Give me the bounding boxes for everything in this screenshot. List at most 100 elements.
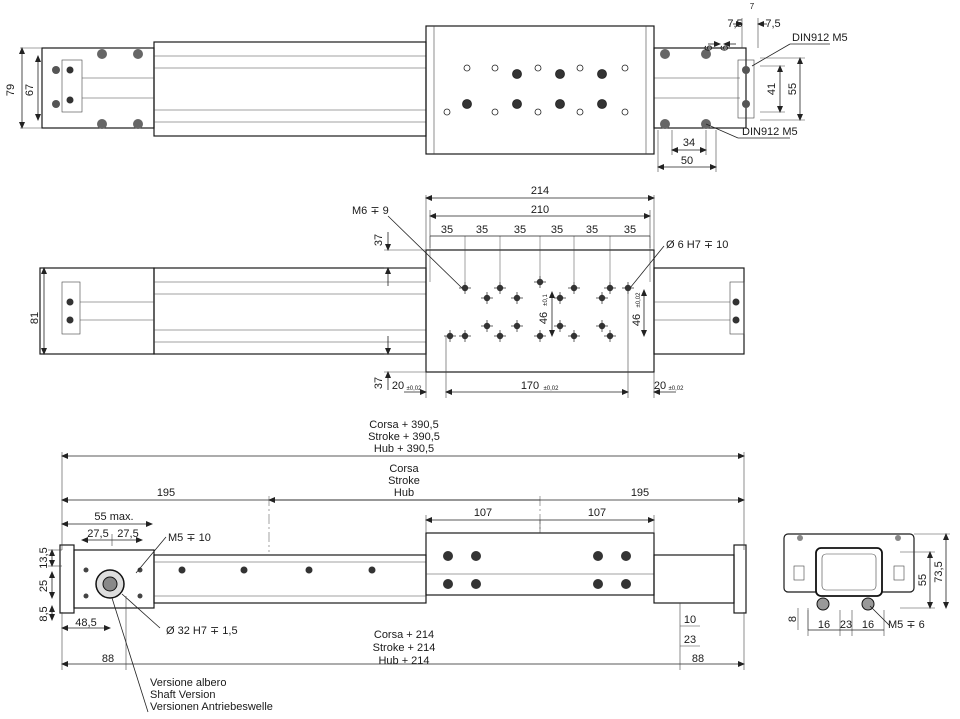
version-de: Versionen Antriebeswelle — [150, 701, 273, 713]
side-view: Corsa + 390,5 Stroke + 390,5 Hub + 390,5… — [38, 419, 747, 713]
tol-46-left: ±0,1 — [543, 294, 549, 306]
right-end-cap — [653, 47, 755, 129]
dim-7-5-right: 7,5 — [765, 18, 780, 30]
mounting-hole — [513, 294, 521, 302]
callout-bore: Ø 32 H7 ∓ 1,5 — [166, 625, 238, 637]
dim-13-5: 13,5 — [38, 547, 50, 568]
mounting-hole — [491, 108, 499, 116]
overall-length-en: Stroke + 390,5 — [368, 431, 440, 443]
dim-73-5: 73,5 — [933, 561, 945, 582]
version-it: Versione albero — [150, 677, 226, 689]
mounting-hole — [534, 108, 542, 116]
carriage-hole — [471, 551, 481, 561]
rail-profile — [82, 41, 740, 137]
dim-48-5: 48,5 — [75, 617, 96, 629]
dim-25: 25 — [38, 580, 50, 592]
carriage-top — [425, 25, 655, 155]
side-dimension-lines — [48, 452, 745, 713]
dim-37-bottom: 37 — [373, 377, 385, 389]
callout-pin-hole: Ø 6 H7 ∓ 10 — [666, 239, 728, 251]
version-en: Shaft Version — [150, 689, 215, 701]
tol-20-right: ±0,02 — [669, 386, 685, 392]
cap-screw — [83, 593, 89, 599]
mounting-hole — [597, 69, 607, 79]
end-dimension-lines — [797, 533, 950, 636]
carriage-side — [425, 532, 655, 596]
top-dimension-lines — [19, 18, 830, 172]
mounting-hole — [496, 332, 504, 340]
cap-screw — [83, 567, 89, 573]
dim-46-right: 46 — [631, 314, 643, 326]
pitch-label: 35 — [586, 224, 598, 236]
tol-170: ±0,02 — [544, 386, 560, 392]
callout-m5: M5 ∓ 10 — [168, 532, 211, 544]
mounting-hole — [576, 108, 584, 116]
dim-8: 8 — [787, 616, 799, 622]
pitch-label: 35 — [624, 224, 636, 236]
dim-46-left: 46 — [538, 312, 550, 324]
dim-67: 67 — [24, 84, 36, 96]
cap-screw — [137, 567, 143, 573]
overall-length-it: Corsa + 390,5 — [369, 419, 438, 431]
dim-170: 170 — [521, 380, 539, 392]
mounting-hole — [570, 332, 578, 340]
mounting-hole — [555, 69, 565, 79]
mounting-hole — [621, 108, 629, 116]
dim-55-max: 55 max. — [94, 511, 133, 523]
mounting-hole — [621, 64, 629, 72]
tol-20-left: ±0,02 — [407, 386, 423, 392]
dim-16-right: 16 — [862, 619, 874, 631]
lower-length-de: Hub + 214 — [378, 655, 429, 667]
carriage-hole — [593, 551, 603, 561]
carriage-hole — [443, 579, 453, 589]
dim-23-end: 23 — [840, 619, 852, 631]
dim-107-left: 107 — [474, 507, 492, 519]
mounting-hole — [555, 99, 565, 109]
mounting-hole — [491, 64, 499, 72]
lower-length-en: Stroke + 214 — [373, 642, 436, 654]
mounting-hole — [556, 294, 564, 302]
dim-27-5-left: 27,5 — [87, 528, 108, 540]
dim-195-right: 195 — [631, 487, 649, 499]
side-holes — [83, 551, 631, 599]
carriage-hole — [471, 579, 481, 589]
pitch-label: 35 — [551, 224, 563, 236]
dim-79: 79 — [5, 84, 17, 96]
rail-hole — [305, 566, 313, 574]
dim-81: 81 — [29, 312, 41, 324]
stroke-it: Corsa — [389, 463, 419, 475]
dim-10: 10 — [684, 614, 696, 626]
carriage-hole — [621, 579, 631, 589]
mounting-holes — [429, 236, 651, 342]
mounting-hole — [446, 332, 454, 340]
mounting-hole — [512, 99, 522, 109]
mounting-hole — [512, 69, 522, 79]
dim-7-5-left: 7,5 — [727, 18, 742, 30]
carriage-hole — [621, 551, 631, 561]
carriage-hole — [443, 551, 453, 561]
cap-screw — [137, 593, 143, 599]
callout-din912-bottom: DIN912 M5 — [742, 126, 798, 138]
left-end-cap — [41, 47, 155, 129]
mounting-hole — [534, 64, 542, 72]
mounting-hole — [483, 322, 491, 330]
dim-88-right: 88 — [692, 653, 704, 665]
middle-dimension-lines — [41, 195, 676, 398]
mounting-hole — [483, 294, 491, 302]
stroke-de: Hub — [394, 487, 414, 499]
mounting-hole — [570, 284, 578, 292]
dim-41: 41 — [766, 83, 778, 95]
mounting-hole — [463, 64, 471, 72]
mounting-hole — [443, 108, 451, 116]
dim-55-end: 55 — [917, 574, 929, 586]
dim-20-right: 20 — [654, 380, 666, 392]
mounting-hole — [513, 322, 521, 330]
mounting-hole — [461, 284, 469, 292]
dim-small: 7 — [750, 2, 755, 11]
overall-length-de: Hub + 390,5 — [374, 443, 434, 455]
mounting-hole — [462, 99, 472, 109]
dim-107-right: 107 — [588, 507, 606, 519]
